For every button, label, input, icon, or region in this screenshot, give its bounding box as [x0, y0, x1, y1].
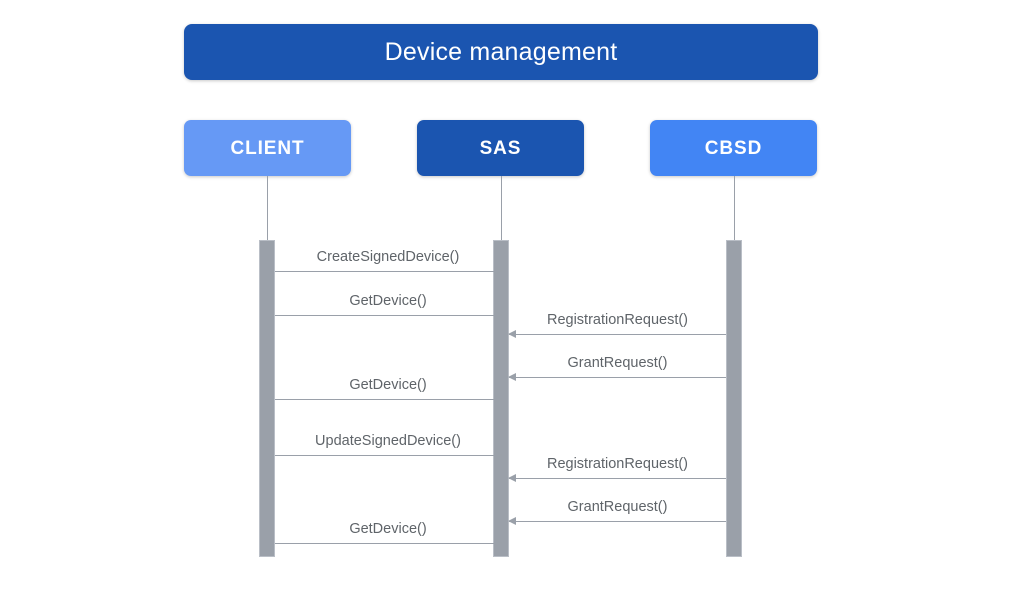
actor-label-cbsd: CBSD: [704, 137, 763, 159]
message-line: [275, 271, 501, 272]
activation-bar-client: [259, 240, 275, 557]
message-line: [275, 399, 501, 400]
message-label: GrantRequest(): [567, 498, 668, 515]
actor-label-client: CLIENT: [230, 137, 305, 159]
diagram-title-banner: Device management: [184, 24, 818, 80]
arrowhead-icon: [494, 395, 502, 403]
message-arrow: GetDevice(): [275, 293, 502, 319]
message-label: GetDevice(): [349, 292, 427, 309]
actor-box-client[interactable]: CLIENT: [184, 120, 351, 176]
lifeline-client: [267, 176, 268, 242]
lifeline-cbsd: [734, 176, 735, 242]
diagram-title-text: Device management: [384, 37, 618, 66]
message-line: [275, 315, 501, 316]
message-arrow: GetDevice(): [275, 521, 502, 547]
message-arrow: GetDevice(): [275, 377, 502, 403]
actor-label-sas: SAS: [479, 137, 522, 159]
arrowhead-icon: [494, 267, 502, 275]
message-arrow: RegistrationRequest(): [508, 456, 726, 482]
message-line: [275, 543, 501, 544]
message-label: RegistrationRequest(): [546, 311, 689, 328]
message-label: GrantRequest(): [567, 354, 668, 371]
message-line: [509, 334, 726, 335]
message-label: RegistrationRequest(): [546, 455, 689, 472]
activation-bar-cbsd: [726, 240, 742, 557]
lifeline-sas: [501, 176, 502, 242]
arrowhead-icon: [494, 451, 502, 459]
message-arrow: CreateSignedDevice(): [275, 249, 502, 275]
arrowhead-icon: [508, 517, 516, 525]
arrowhead-icon: [508, 373, 516, 381]
message-line: [275, 455, 501, 456]
arrowhead-icon: [494, 539, 502, 547]
message-arrow: RegistrationRequest(): [508, 312, 726, 338]
actor-box-cbsd[interactable]: CBSD: [650, 120, 817, 176]
message-label: GetDevice(): [349, 520, 427, 537]
arrowhead-icon: [494, 311, 502, 319]
message-arrow: GrantRequest(): [508, 499, 726, 525]
arrowhead-icon: [508, 330, 516, 338]
message-line: [509, 377, 726, 378]
message-label: GetDevice(): [349, 376, 427, 393]
message-label: CreateSignedDevice(): [316, 248, 460, 265]
message-label: UpdateSignedDevice(): [315, 432, 461, 449]
message-line: [509, 521, 726, 522]
actor-box-sas[interactable]: SAS: [417, 120, 584, 176]
message-arrow: GrantRequest(): [508, 355, 726, 381]
message-line: [509, 478, 726, 479]
arrowhead-icon: [508, 474, 516, 482]
message-arrow: UpdateSignedDevice(): [275, 433, 502, 459]
